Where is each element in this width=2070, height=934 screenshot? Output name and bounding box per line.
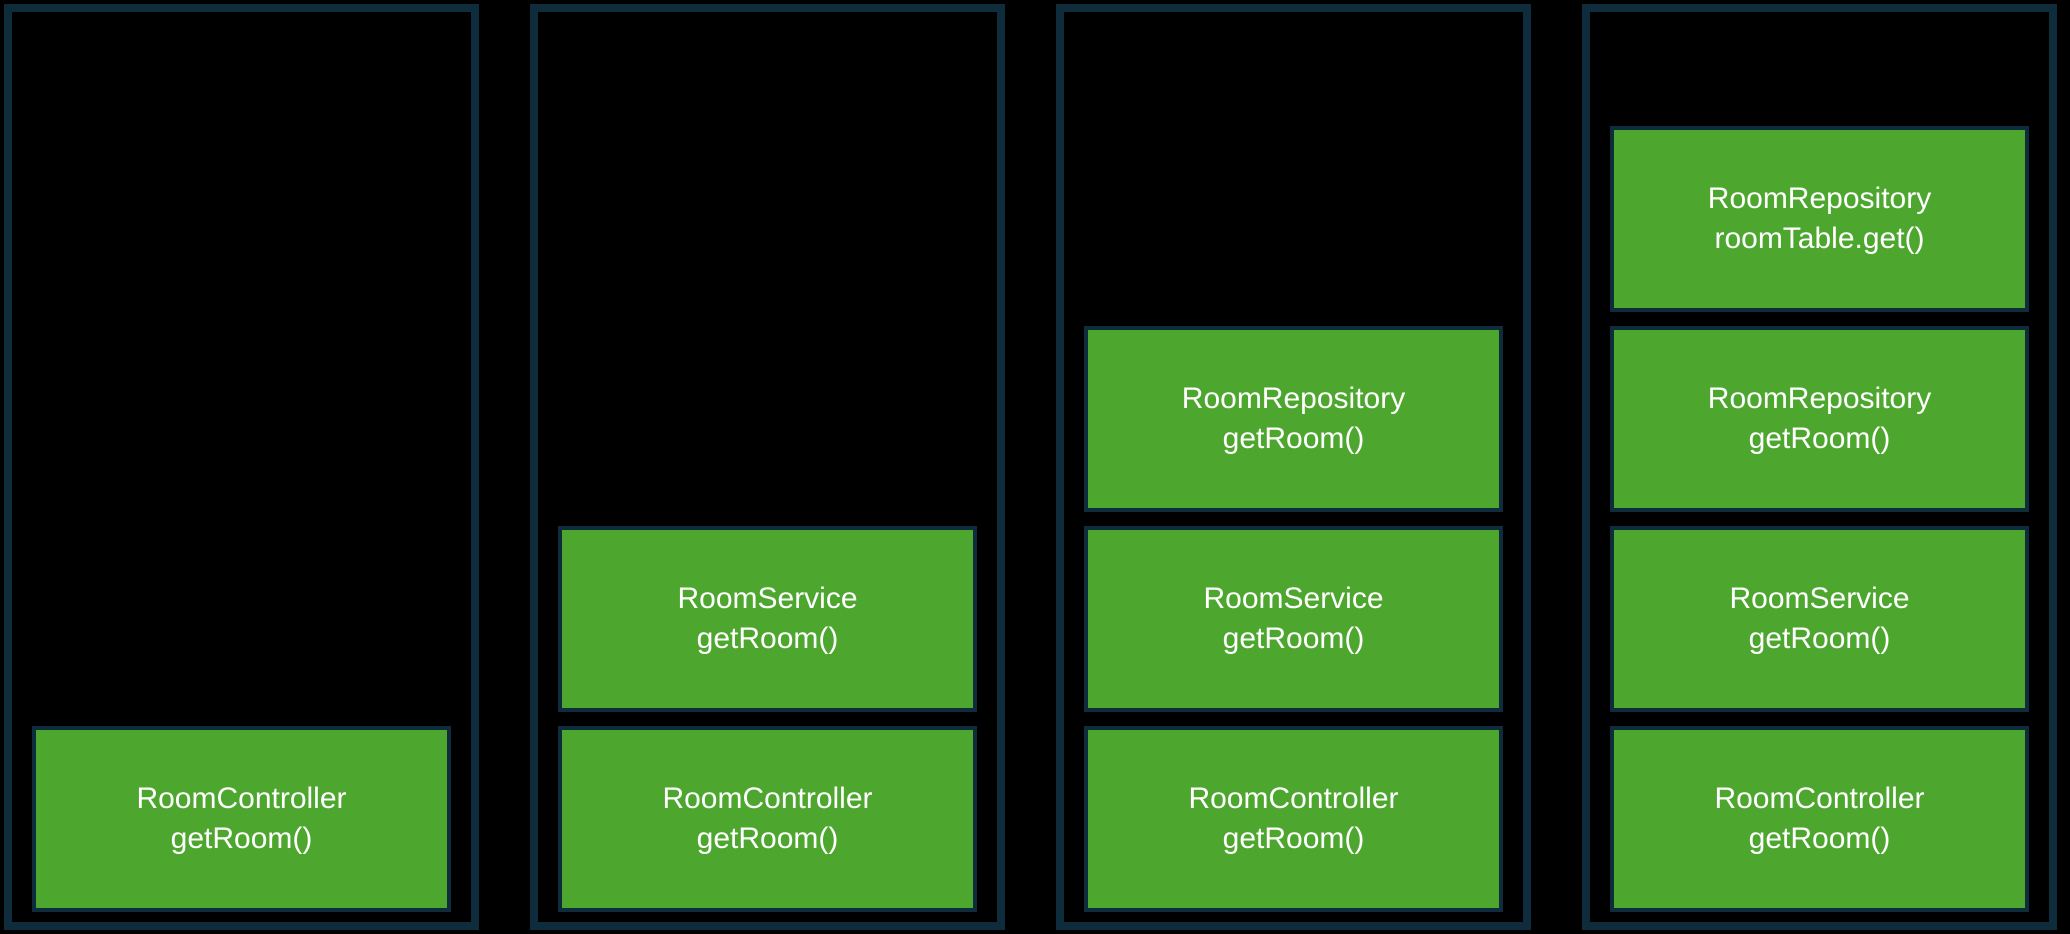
frame-method-name: getRoom() [170,822,313,855]
stack-frame-roomrepository: RoomRepository getRoom() [1084,326,1503,512]
stack-frame-roomcontroller: RoomController getRoom() [32,726,451,912]
frame-method-name: getRoom() [1222,422,1365,455]
frame-method-name: getRoom() [696,822,839,855]
stack-frame-roomservice: RoomService getRoom() [558,526,977,712]
frame-method-name: getRoom() [1222,622,1365,655]
frame-class-name: RoomRepository [1707,382,1932,416]
frame-method-name: getRoom() [1222,822,1365,855]
frame-class-name: RoomService [677,582,858,616]
frame-class-name: RoomController [662,782,873,816]
frame-class-name: RoomService [1729,582,1910,616]
call-stack-panel-4: RoomRepository roomTable.get() RoomRepos… [1582,4,2057,930]
frame-method-name: roomTable.get() [1714,222,1925,255]
call-stack-panel-2: RoomService getRoom() RoomController get… [530,4,1005,930]
frame-class-name: RoomRepository [1707,182,1932,216]
stack-frame-roomservice: RoomService getRoom() [1610,526,2029,712]
frame-class-name: RoomController [1714,782,1925,816]
frame-class-name: RoomController [136,782,347,816]
stack-frame-roomcontroller: RoomController getRoom() [1610,726,2029,912]
call-stack-panel-3: RoomRepository getRoom() RoomService get… [1056,4,1531,930]
stack-frame-roomcontroller: RoomController getRoom() [558,726,977,912]
frame-class-name: RoomController [1188,782,1399,816]
call-stack-panel-1: RoomController getRoom() [4,4,479,930]
frame-method-name: getRoom() [696,622,839,655]
frame-class-name: RoomService [1203,582,1384,616]
frame-method-name: getRoom() [1748,422,1891,455]
frame-method-name: getRoom() [1748,822,1891,855]
stack-frame-roomservice: RoomService getRoom() [1084,526,1503,712]
stack-frame-roomcontroller: RoomController getRoom() [1084,726,1503,912]
frame-class-name: RoomRepository [1181,382,1406,416]
stack-frame-roomrepository-roomtable: RoomRepository roomTable.get() [1610,126,2029,312]
stack-frame-roomrepository: RoomRepository getRoom() [1610,326,2029,512]
frame-method-name: getRoom() [1748,622,1891,655]
